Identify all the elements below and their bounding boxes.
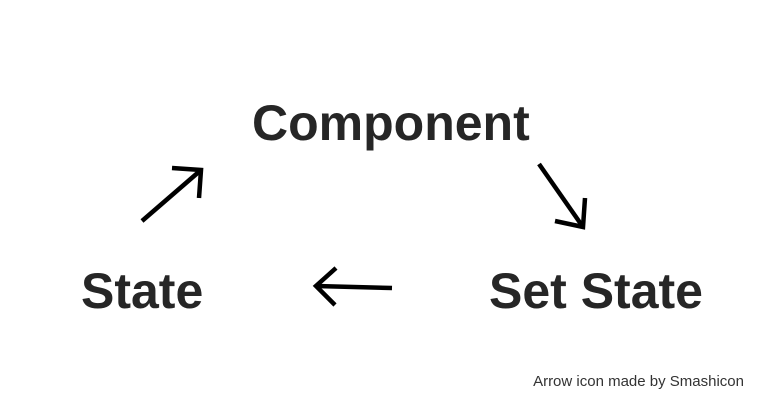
node-state: State [81, 263, 204, 319]
icon-credit-text: Arrow icon made by Smashicon [533, 373, 744, 390]
node-set-state: Set State [489, 263, 703, 319]
node-component: Component [252, 95, 530, 151]
